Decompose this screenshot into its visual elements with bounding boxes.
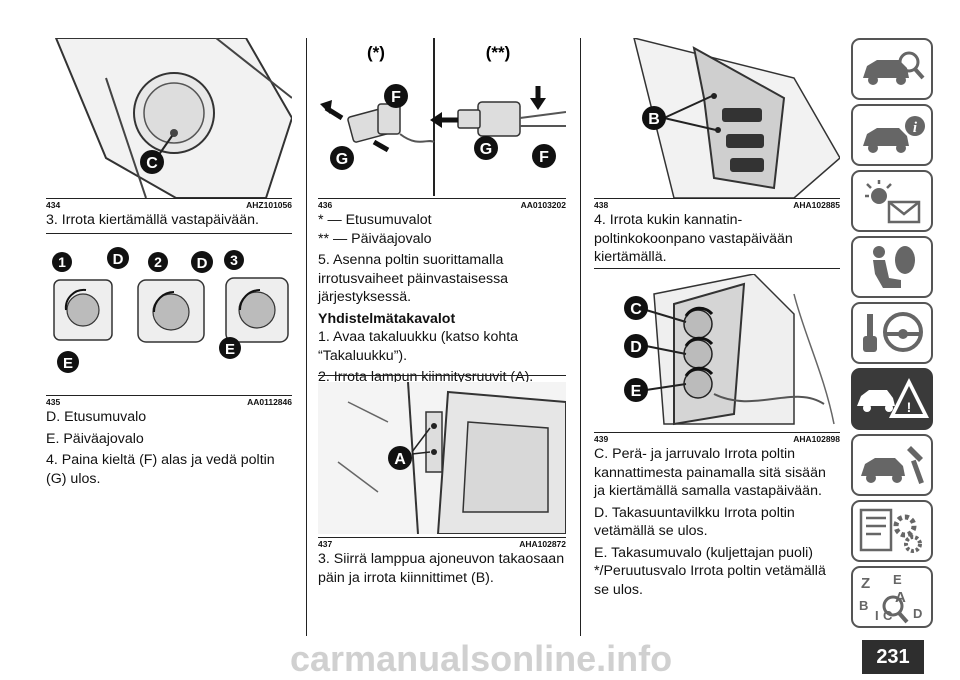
svg-text:C: C (883, 608, 893, 623)
tab-specs[interactable] (851, 500, 933, 562)
svg-text:D: D (913, 606, 922, 621)
svg-text:!: ! (907, 399, 912, 415)
svg-text:E: E (893, 572, 902, 587)
label-f: F (539, 149, 549, 166)
caption-435: 435 AA0112846 (46, 395, 292, 407)
tab-car-search[interactable] (851, 38, 933, 100)
caption-436: 436 AA0103202 (318, 198, 566, 210)
figure-438: B (594, 38, 840, 198)
text-block-1: 3. Irrota kiertämällä vastapäivään. (46, 212, 259, 228)
label-d: D (630, 339, 642, 356)
watermark: carmanualsonline.info (290, 638, 673, 679)
tab-key-steering[interactable] (851, 302, 933, 364)
airbag-seat-icon (873, 246, 915, 288)
label-3: 3 (230, 252, 238, 268)
label-b: B (648, 111, 660, 128)
svg-text:i: i (913, 120, 918, 136)
rule (594, 268, 840, 269)
section-heading: Yhdistelmätakavalot (318, 310, 456, 327)
figure-435: 1 D 2 D 3 E E (46, 240, 292, 390)
text-block-5: 4. Irrota kukin kannatin-poltinkokoonpan… (594, 212, 793, 265)
caption-434: 434 AHZ101056 (46, 198, 292, 210)
label-d: D (197, 255, 208, 272)
svg-text:I: I (875, 608, 879, 623)
figure-434-illustration: C (54, 38, 292, 198)
text-block-4: 3. Siirrä lamppua ajoneuvon takaosaan pä… (318, 551, 565, 586)
car-info-icon: i (863, 116, 925, 153)
page-number: 231 (862, 640, 924, 674)
car-service-icon (861, 446, 924, 484)
rule (318, 375, 566, 376)
figure-437-illustration: A (318, 382, 566, 534)
index-icon: Z E A B I C D (859, 572, 922, 624)
column-divider (306, 38, 307, 636)
figure-434: C (46, 38, 292, 198)
rule (46, 233, 292, 234)
caption-438: 438 AHA102885 (594, 198, 840, 210)
label-g: G (480, 141, 492, 158)
car-search-icon (863, 51, 925, 85)
tab-index[interactable]: Z E A B I C D (851, 566, 933, 628)
label-e: E (63, 355, 73, 372)
label-c: C (630, 301, 642, 318)
warning-lights-icon (865, 180, 921, 224)
caption-439: 439 AHA102898 (594, 432, 840, 444)
figure-436-illustration: (*) (**) F G G F (320, 38, 566, 196)
label-a: A (394, 451, 406, 468)
svg-text:A: A (895, 589, 906, 606)
breakdown-warning-icon: ! (857, 378, 929, 418)
tab-breakdown[interactable]: ! (851, 368, 933, 430)
label-e: E (631, 383, 642, 400)
tab-car-service[interactable] (851, 434, 933, 496)
label-1: 1 (58, 254, 66, 270)
figure-435-illustration: 1 D 2 D 3 E E (52, 247, 289, 373)
svg-text:B: B (859, 598, 868, 613)
tab-warning-lights[interactable] (851, 170, 933, 232)
label-g: G (336, 151, 348, 168)
figure-438-illustration: B (633, 38, 840, 198)
column-divider (580, 38, 581, 636)
header-drl: (**) (486, 43, 511, 62)
text-block-2: D. Etusumuvalo E. Päiväajovalo 4. Paina … (46, 409, 275, 487)
header-front-fog: (*) (367, 43, 385, 62)
figure-439-illustration: C D E (624, 274, 835, 426)
tab-airbag-seat[interactable] (851, 236, 933, 298)
figure-439: C D E (594, 274, 840, 430)
label-d: D (113, 251, 124, 268)
text-block-3: * — Etusumuvalot ** — Päiväajovalo 5. As… (318, 211, 566, 390)
specs-gear-icon (859, 508, 922, 553)
figure-437: A (318, 382, 566, 534)
label-e: E (225, 341, 235, 358)
label-2: 2 (154, 254, 162, 270)
label-f: F (391, 89, 401, 106)
figure-436: (*) (**) F G G F (318, 38, 566, 196)
key-steering-icon (863, 312, 923, 352)
caption-437: 437 AHA102872 (318, 537, 566, 549)
tab-car-info[interactable]: i (851, 104, 933, 166)
label-c: C (146, 155, 158, 172)
svg-text:Z: Z (861, 575, 870, 592)
text-block-6: C. Perä- ja jarruvalo Irrota poltin kann… (594, 446, 826, 598)
